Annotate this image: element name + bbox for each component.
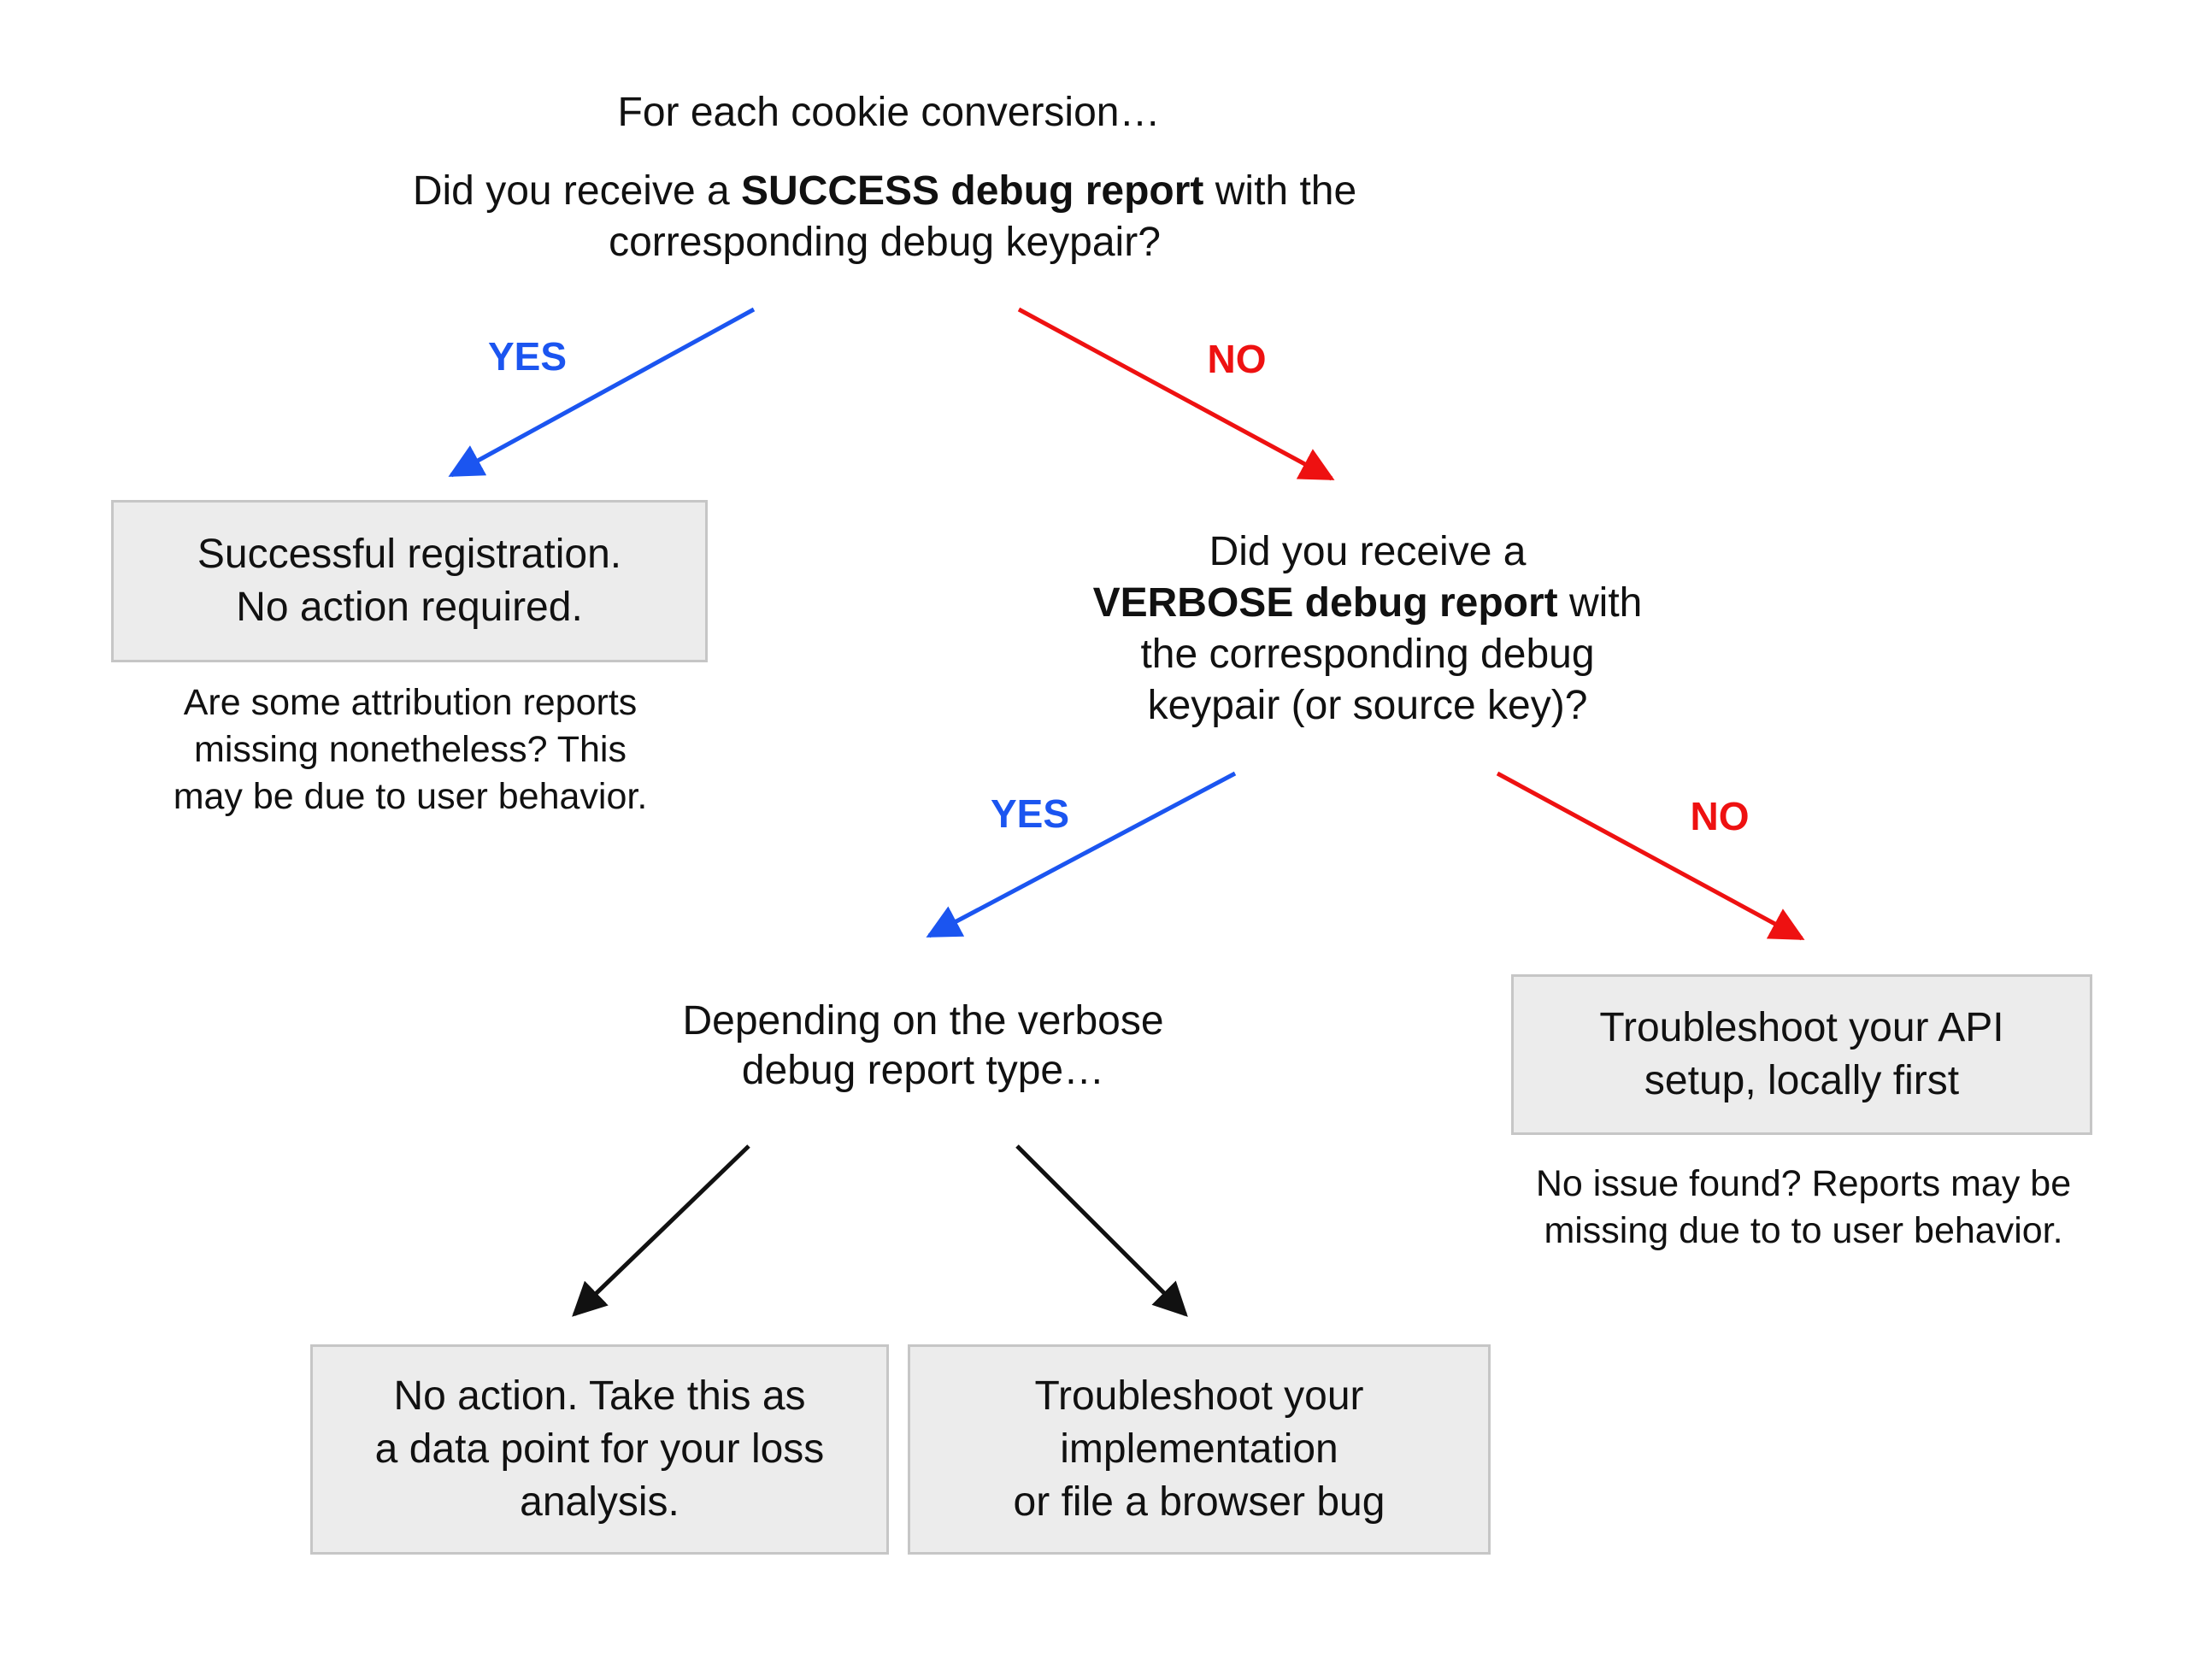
root-question: Did you receive a SUCCESS debug report w… xyxy=(286,166,1483,268)
verbose-question-line3: the corresponding debug xyxy=(1140,632,1595,677)
root-question-line2: corresponding debug keypair? xyxy=(609,220,1161,265)
branch1-yes-label: YES xyxy=(487,334,568,379)
success-registration-box: Successful registration. No action requi… xyxy=(111,500,708,662)
success-note-line2: missing nonetheless? This xyxy=(194,729,627,770)
api-note: No issue found? Reports may be missing d… xyxy=(1483,1161,2124,1255)
depending-text: Depending on the verbose debug report ty… xyxy=(581,997,1265,1096)
api-box-line1: Troubleshoot your API xyxy=(1599,1005,2004,1050)
verbose-left-arrow xyxy=(572,1144,750,1317)
verbose-question-line2: VERBOSE debug report with xyxy=(1026,578,1709,629)
impl-box-line1: Troubleshoot your xyxy=(1034,1373,1364,1419)
loss-box-line1: No action. Take this as xyxy=(393,1373,806,1419)
verbose-right-arrow xyxy=(1015,1144,1188,1317)
verbose-question-line2-post: with xyxy=(1557,580,1643,626)
success-box-line2: No action required. xyxy=(236,585,583,630)
success-note: Are some attribution reports missing non… xyxy=(103,679,718,820)
root-question-line1: Did you receive a SUCCESS debug report w… xyxy=(286,166,1483,217)
api-troubleshoot-box: Troubleshoot your API setup, locally fir… xyxy=(1511,974,2092,1135)
loss-box-line3: analysis. xyxy=(520,1479,679,1525)
verbose-question-line4: keypair (or source key)? xyxy=(1147,683,1588,728)
api-note-line2: missing due to to user behavior. xyxy=(1544,1210,2063,1251)
root-question-line1-post: with the xyxy=(1203,168,1357,214)
branch1-no-label: NO xyxy=(1207,337,1267,381)
api-box-line2: setup, locally first xyxy=(1644,1058,1960,1103)
branch2-no-label: NO xyxy=(1690,794,1750,838)
depending-line1: Depending on the verbose xyxy=(682,998,1164,1044)
root-title: For each cookie conversion… xyxy=(617,90,1161,135)
branch2-yes-label: YES xyxy=(990,791,1070,836)
success-box-line1: Successful registration. xyxy=(197,532,622,577)
verbose-question: Did you receive a VERBOSE debug report w… xyxy=(1026,526,1709,732)
api-note-line1: No issue found? Reports may be xyxy=(1535,1163,2072,1204)
verbose-question-line2-bold: VERBOSE debug report xyxy=(1092,580,1558,626)
depending-line2: debug report type… xyxy=(741,1048,1105,1093)
root-question-line1-pre: Did you receive a xyxy=(412,168,742,214)
root-question-line1-bold: SUCCESS debug report xyxy=(741,168,1204,214)
loss-analysis-box: No action. Take this as a data point for… xyxy=(310,1344,889,1555)
loss-box-line2: a data point for your loss xyxy=(374,1426,825,1472)
success-note-line3: may be due to user behavior. xyxy=(173,776,648,817)
verbose-question-line1: Did you receive a xyxy=(1209,529,1527,574)
success-note-line1: Are some attribution reports xyxy=(183,682,638,723)
impl-box-line3: or file a browser bug xyxy=(1013,1479,1385,1525)
impl-box-line2: implementation xyxy=(1060,1426,1338,1472)
implementation-box: Troubleshoot your implementation or file… xyxy=(908,1344,1491,1555)
